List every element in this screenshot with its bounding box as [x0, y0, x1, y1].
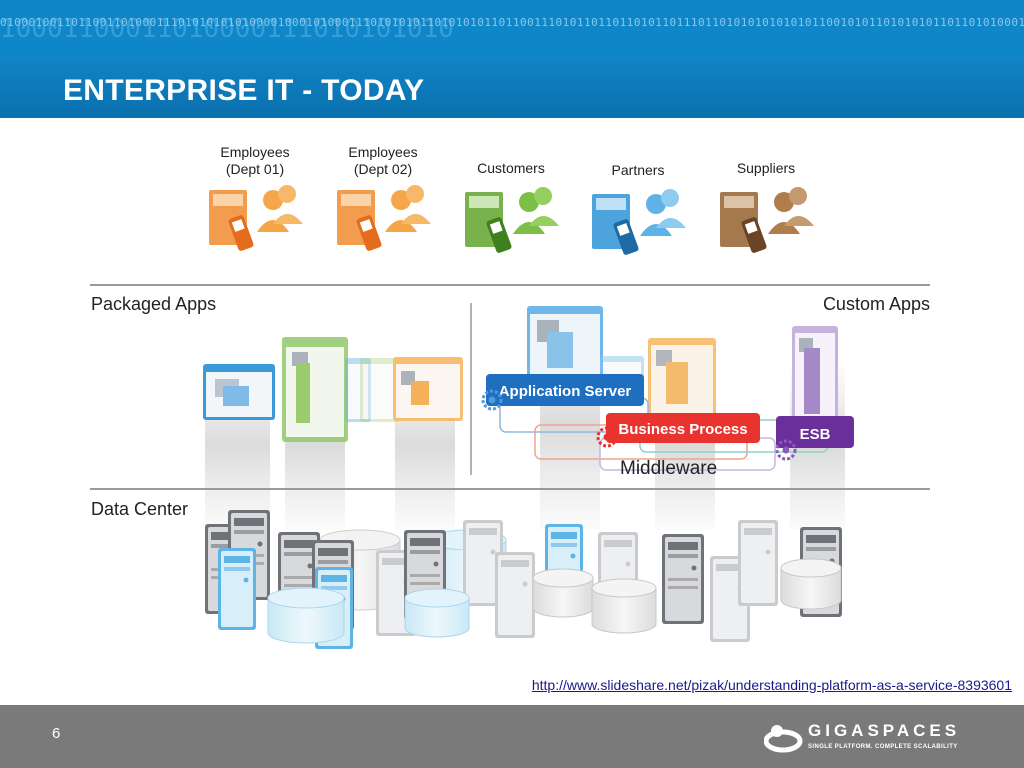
storage-cylinder-icon — [267, 587, 345, 644]
data-center-label: Data Center — [91, 499, 188, 519]
user-label: Employees — [220, 144, 289, 160]
custom-apps-label: Custom Apps — [823, 294, 930, 314]
packaged-app-windows — [203, 337, 463, 442]
user-label-sub: (Dept 02) — [354, 161, 412, 177]
binary-decoration-large: 10001100011010000111010101010 — [0, 14, 454, 44]
packaged-apps-label: Packaged Apps — [91, 294, 216, 314]
user-label: Employees — [348, 144, 417, 160]
user-people-icon — [465, 187, 559, 253]
user-people-icon — [720, 187, 814, 253]
gigaspaces-logo: GIGASPACES SINGLE PLATFORM. COMPLETE SCA… — [764, 719, 964, 757]
storage-cylinder-icon — [780, 558, 842, 610]
user-group-partners: Partners — [592, 162, 686, 255]
server-icon — [495, 552, 535, 638]
application-server-label: Application Server — [499, 383, 632, 400]
storage-cylinder-icon — [532, 568, 594, 618]
data-center-servers — [205, 510, 842, 649]
enterprise-it-diagram: Employees (Dept 01) Employees (Dept 02) — [90, 144, 930, 649]
user-label-sub: (Dept 01) — [226, 161, 284, 177]
binary-header-strip: 10001100011010000111010101010 0100010011… — [0, 0, 1024, 60]
storage-cylinder-icon — [591, 578, 657, 634]
middleware-label: Middleware — [620, 458, 717, 479]
user-label: Customers — [477, 160, 545, 176]
logo-tagline: SINGLE PLATFORM. COMPLETE SCALABILITY — [808, 744, 958, 750]
slide-number: 6 — [52, 725, 61, 742]
storage-cylinder-icon — [404, 588, 470, 638]
user-label: Suppliers — [737, 160, 795, 176]
esb-label: ESB — [800, 426, 831, 443]
user-people-icon — [337, 185, 431, 251]
user-people-icon — [592, 189, 686, 255]
application-server-box: Application Server — [481, 374, 644, 411]
esb-box: ESB — [775, 416, 854, 461]
server-icon — [662, 534, 704, 624]
user-group-customers: Customers — [465, 160, 559, 253]
title-bar: ENTERPRISE IT - TODAY — [0, 60, 1024, 118]
custom-app-windows — [527, 306, 838, 422]
business-process-box: Business Process — [596, 413, 760, 448]
source-link[interactable]: http://www.slideshare.net/pizak/understa… — [531, 677, 1012, 693]
binary-decoration: 0100010011011001101000111010101010100001… — [0, 16, 1024, 29]
user-people-icon — [209, 185, 303, 251]
server-icon — [218, 548, 256, 630]
logo-name: GIGASPACES — [808, 721, 961, 740]
footer-bar: 6 GIGASPACES SINGLE PLATFORM. COMPLETE S… — [0, 705, 1024, 768]
gigaspaces-logo-icon — [764, 725, 803, 753]
gear-icon — [775, 439, 797, 461]
user-group-employees-dept01: Employees (Dept 01) — [209, 144, 303, 251]
slide-title: ENTERPRISE IT - TODAY — [63, 74, 425, 107]
user-group-employees-dept02: Employees (Dept 02) — [337, 144, 431, 251]
user-label: Partners — [612, 162, 665, 178]
server-icon — [738, 520, 778, 606]
business-process-label: Business Process — [618, 421, 747, 438]
gear-icon — [596, 426, 618, 448]
gear-icon — [481, 389, 503, 411]
user-group-suppliers: Suppliers — [720, 160, 814, 253]
